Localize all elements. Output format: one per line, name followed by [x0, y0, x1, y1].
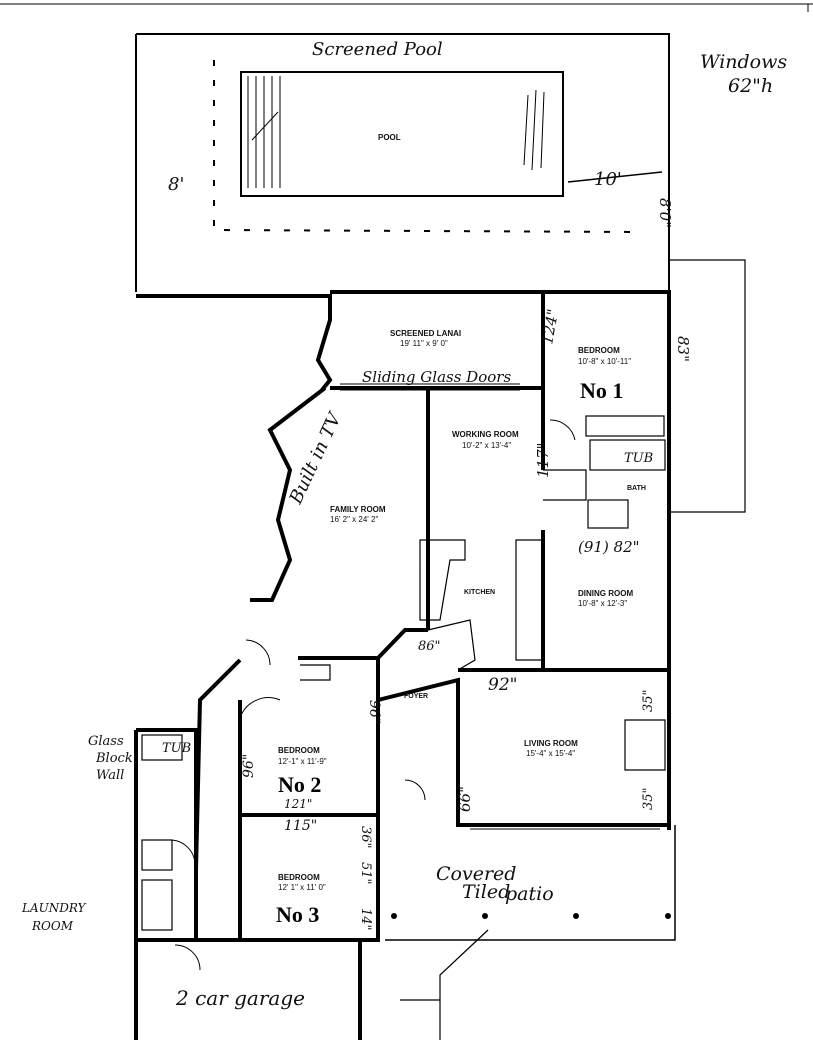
tub-left-label: TUB [162, 741, 191, 756]
dim-51: 51" [358, 862, 373, 885]
bedroom2-number: No 2 [278, 772, 321, 797]
covered-label-2: Tiled [462, 881, 510, 903]
garage-label: 2 car garage [175, 986, 305, 1010]
dim-117: 117" [534, 442, 552, 478]
tub-right-label: TUB [624, 451, 653, 466]
bedroom1-name: BEDROOM [578, 346, 620, 355]
dim-66: 66" [456, 786, 474, 812]
laundry-label-2: ROOM [31, 919, 74, 933]
family-room-name: FAMILY ROOM [330, 505, 386, 514]
family-room-size: 16' 2" x 24' 2" [330, 515, 378, 524]
dim-115: 115" [284, 818, 317, 834]
pool-label: POOL [378, 133, 401, 142]
sliding-doors-label: Sliding Glass Doors [362, 368, 511, 386]
dining-room-size: 10'-8" x 12'-3" [578, 599, 627, 608]
dim-96a: 96" [366, 700, 382, 724]
laundry-label-1: LAUNDRY [21, 901, 87, 915]
glass-block-wall-3: Wall [96, 768, 124, 783]
bedroom3-name: BEDROOM [278, 873, 320, 882]
dim-91-82: (91) 82" [578, 538, 640, 556]
bath-name: BATH [627, 485, 646, 492]
pool [240, 71, 564, 197]
living-room-name: LIVING ROOM [524, 739, 578, 748]
working-room-name: WORKING ROOM [452, 430, 519, 439]
pool-enclosure [135, 33, 670, 292]
bedroom3-number: No 3 [276, 902, 319, 927]
patio-posts [391, 913, 671, 919]
screen-dashes [213, 60, 641, 233]
dim-124: 124" [538, 308, 562, 346]
covered-label-3: patio [505, 883, 554, 905]
dim-36: 36" [358, 826, 373, 849]
dim-96b: 96" [241, 754, 257, 778]
interior-lines [141, 259, 746, 1040]
bedroom3-size: 12' 1" x 11' 0" [278, 883, 326, 892]
living-room-size: 15'-4" x 15'-4" [526, 749, 575, 758]
ten-ft-label: 10' [594, 169, 622, 190]
dining-room-name: DINING ROOM [578, 589, 633, 598]
pool-steps [247, 76, 545, 188]
window-marks [340, 383, 660, 830]
dim-86: 86" [418, 639, 441, 654]
bedroom2-name: BEDROOM [278, 746, 320, 755]
screened-pool-label: Screened Pool [312, 39, 443, 60]
bedroom1-size: 10'-8" x 10'-11" [578, 357, 631, 366]
built-in-tv-label: Built in TV [285, 408, 346, 508]
house-walls [134, 290, 671, 1040]
eight-ft-side-label: 8'0" [656, 198, 674, 228]
dim-83: 83" [674, 336, 692, 362]
bedroom2-size: 12'-1" x 11'-9" [278, 757, 327, 766]
glass-block-wall-1: Glass [88, 734, 124, 749]
kitchen-name: KITCHEN [464, 589, 495, 596]
lanai-name: SCREENED LANAI [390, 329, 461, 338]
lanai-size: 19' 11" x 9' 0" [400, 339, 448, 348]
covered-label-1: Covered [436, 863, 516, 885]
dim-35b: 35" [641, 787, 656, 810]
ten-ft-arrow [567, 171, 663, 183]
windows-label: Windows [700, 51, 787, 73]
dim-92: 92" [488, 675, 517, 695]
working-room-size: 10'-2" x 13'-4" [462, 441, 511, 450]
door-swings [169, 419, 576, 971]
dim-14: 14" [358, 908, 373, 931]
glass-block-wall-2: Block [95, 751, 133, 766]
bedroom1-number: No 1 [580, 378, 623, 403]
dim-121: 121" [284, 797, 312, 811]
eight-ft-label: 8' [168, 174, 184, 195]
foyer-name: FOYER [404, 693, 428, 700]
dim-35a: 35" [641, 689, 656, 712]
windows-height-label: 62"h [728, 75, 773, 97]
